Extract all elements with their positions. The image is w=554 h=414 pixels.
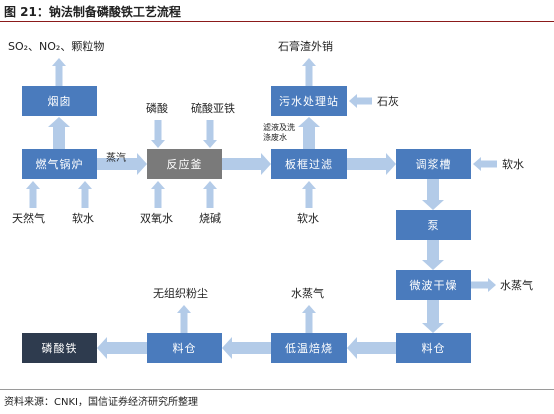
arrow-sewage-to-gypsum (302, 58, 316, 86)
input-ferrous-sulfate: 硫酸亚铁 (191, 102, 235, 115)
input-hydrogen-peroxide: 双氧水 (140, 212, 173, 225)
arrow-boiler-to-chimney (48, 117, 70, 149)
arrow-silo-to-product (97, 337, 147, 359)
arrow-soft-water-to-boiler (78, 181, 92, 208)
arrow-silo-to-calcination (347, 337, 396, 359)
arrow-boiler-to-reactor (97, 153, 147, 175)
input-caustic-soda: 烧碱 (199, 212, 221, 225)
arrow-soft-water-to-filter (302, 181, 316, 208)
input-soft-water-boiler: 软水 (72, 212, 94, 225)
arrow-silo-to-dust (177, 305, 191, 333)
arrow-dryer-to-steam (471, 278, 496, 292)
arrow-filter-to-slurry (347, 153, 396, 175)
arrow-hydrogen-peroxide-to-reactor (151, 181, 165, 208)
output-steam-dryer: 水蒸气 (500, 279, 533, 292)
input-soft-water-filter: 软水 (297, 212, 319, 225)
node-silo-right: 料仓 (396, 333, 471, 363)
figure-title: 图 21：钠法制备磷酸铁工艺流程 (4, 5, 181, 19)
source-divider (0, 389, 554, 390)
arrow-calcination-to-steam (302, 305, 316, 333)
node-chimney: 烟囱 (22, 86, 97, 116)
node-gas-boiler: 燃气锅炉 (22, 149, 97, 179)
output-emissions: SO₂、NO₂、颗粒物 (8, 40, 105, 53)
arrow-caustic-soda-to-reactor (203, 181, 217, 208)
input-lime: 石灰 (377, 95, 399, 108)
arrow-calcination-to-silo (222, 337, 271, 359)
arrow-pump-to-dryer (422, 240, 444, 270)
node-sewage-station: 污水处理站 (271, 86, 347, 116)
input-soft-water-slurry: 软水 (502, 158, 524, 171)
node-silo-left: 料仓 (147, 333, 222, 363)
node-low-temp-calcination: 低温焙烧 (271, 333, 347, 363)
arrow-reactor-to-filter (222, 153, 271, 175)
arrow-chimney-to-emissions (52, 58, 66, 86)
input-phosphoric-acid: 磷酸 (146, 102, 168, 115)
output-fugitive-dust: 无组织粉尘 (153, 287, 208, 300)
node-iron-phosphate: 磷酸铁 (22, 333, 97, 363)
node-slurry-tank: 调浆槽 (396, 149, 471, 179)
arrow-soft-water-to-slurry (473, 157, 497, 171)
edge-label-filtrate: 滤液及洗涤废水 (263, 123, 295, 142)
output-gypsum-residue: 石膏渣外销 (278, 40, 333, 53)
source-note: 资料来源：CNKI，国信证券经济研究所整理 (4, 397, 198, 408)
node-reactor: 反应釜 (147, 149, 222, 179)
output-steam-calcination: 水蒸气 (291, 287, 324, 300)
arrow-dryer-to-silo (422, 300, 444, 333)
arrow-natural-gas-to-boiler (26, 181, 40, 208)
edge-label-steam: 蒸汽 (106, 153, 126, 164)
arrow-filter-to-sewage (298, 117, 320, 149)
node-plate-frame-filter: 板框过滤 (271, 149, 347, 179)
arrow-ferrous-sulfate-to-reactor (203, 120, 217, 148)
node-microwave-dryer: 微波干燥 (396, 270, 471, 300)
arrow-phosphoric-acid-to-reactor (151, 120, 165, 148)
arrow-slurry-to-pump (422, 179, 444, 210)
title-divider (0, 21, 554, 22)
node-pump: 泵 (396, 210, 471, 240)
arrow-lime-to-sewage (349, 94, 372, 108)
input-natural-gas: 天然气 (12, 212, 45, 225)
